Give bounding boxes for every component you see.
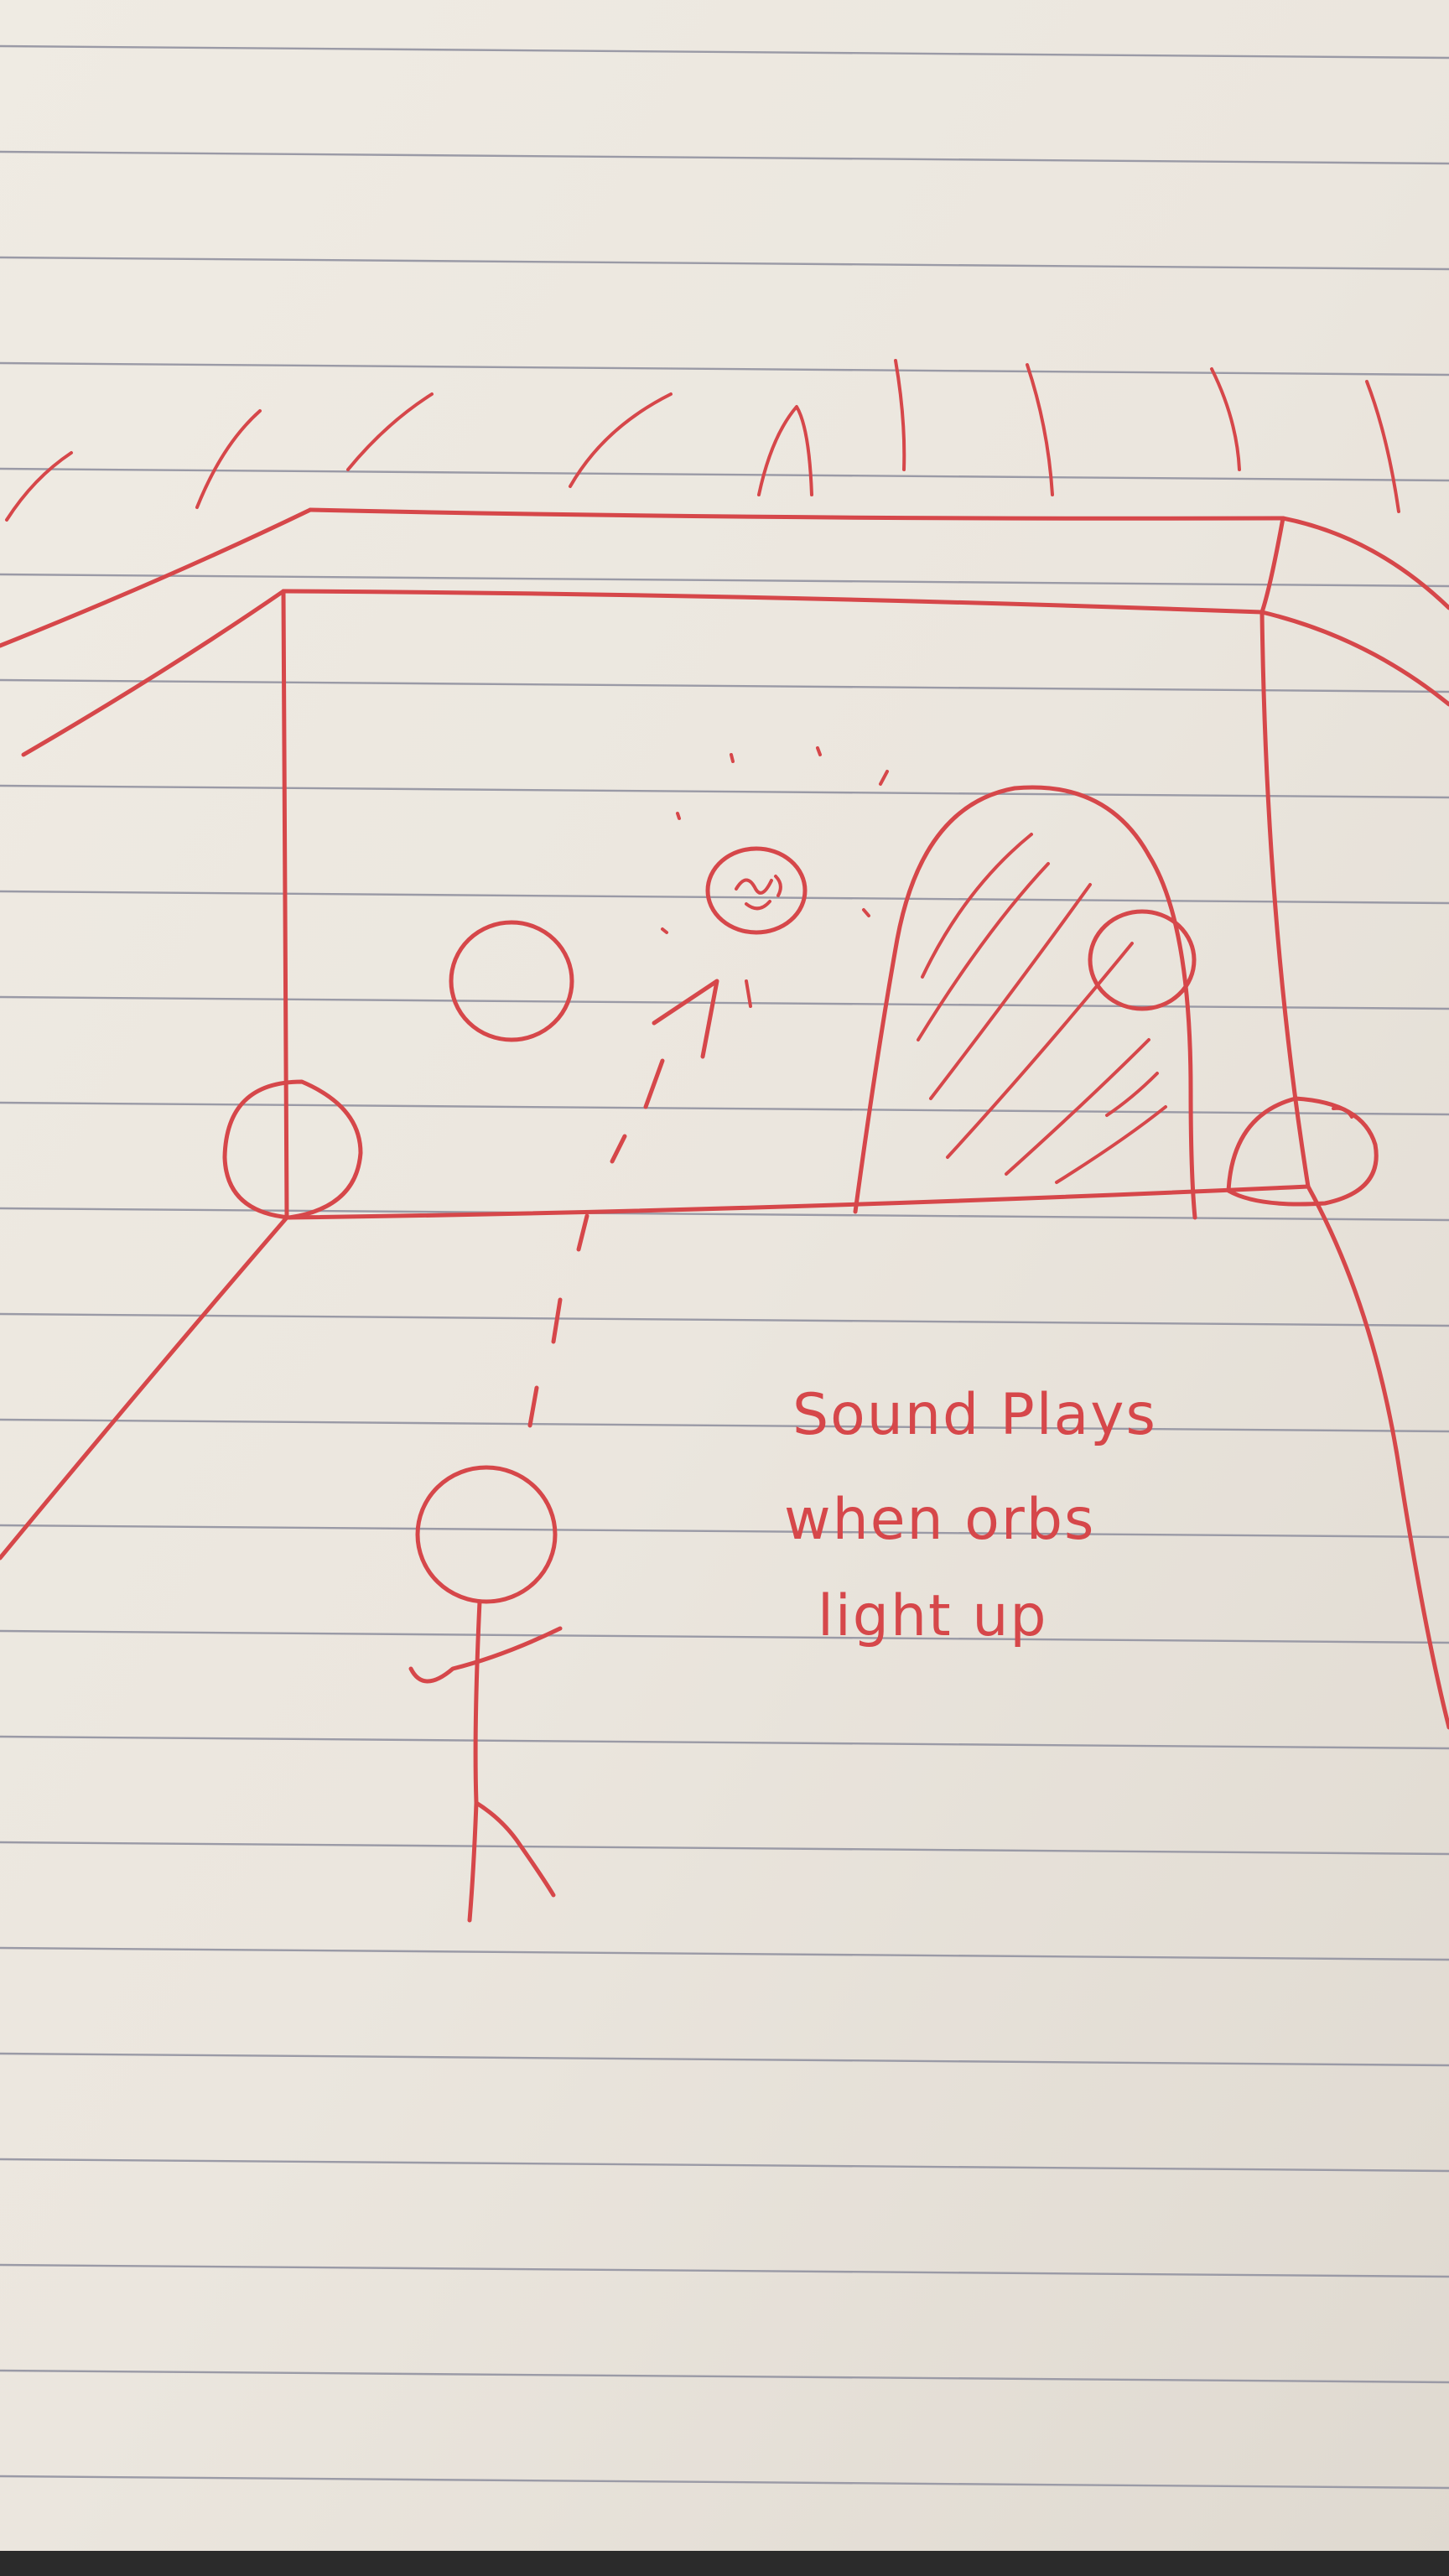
ruled-line xyxy=(0,1946,1449,1961)
sight-line-dashed xyxy=(527,1058,665,1428)
handwritten-note: Sound Plays when orbs light up xyxy=(784,1382,1157,1649)
doorway-hatching xyxy=(917,833,1167,1184)
ruled-line xyxy=(0,784,1449,799)
ruled-line xyxy=(0,2052,1449,2067)
orb-doorway xyxy=(1088,909,1197,1011)
ruled-line xyxy=(0,890,1449,905)
back-wall-right-edge xyxy=(1259,516,1311,1189)
floor-corner-right xyxy=(1306,1184,1449,1730)
ceiling-edge-right-top xyxy=(1280,516,1449,610)
ceiling-edge-left-bottom xyxy=(21,589,286,757)
room-sketch: Sound Plays when orbs light up xyxy=(0,359,1449,1923)
ruled-line xyxy=(0,1629,1449,1644)
player-stick-figure xyxy=(408,1465,563,1923)
ruled-line xyxy=(0,995,1449,1010)
orb-lit xyxy=(705,846,808,935)
player-legs xyxy=(474,1800,556,1898)
floor-line xyxy=(284,1184,1311,1220)
ruled-line xyxy=(0,1841,1449,1856)
ruled-line xyxy=(0,361,1449,377)
ruled-line xyxy=(0,573,1449,588)
ceiling-edge-right-bottom xyxy=(1259,610,1449,707)
note-line-2: when orbs xyxy=(784,1487,1095,1553)
orb-wall-unlit xyxy=(449,920,574,1042)
orb-right-corner-highlight xyxy=(1332,1106,1353,1119)
ruled-line xyxy=(0,678,1449,693)
ruled-line xyxy=(0,1524,1449,1539)
orb-left-corner xyxy=(222,1079,363,1220)
ruled-line xyxy=(0,2263,1449,2278)
player-head xyxy=(415,1465,558,1604)
ruled-line xyxy=(0,1207,1449,1222)
ceiling-hatching xyxy=(5,359,1400,522)
ceiling-edge-left-top xyxy=(0,507,313,648)
ruled-line xyxy=(0,1418,1449,1433)
note-line-1: Sound Plays xyxy=(792,1382,1157,1448)
ruled-line xyxy=(0,2369,1449,2384)
ruled-line xyxy=(0,2158,1449,2173)
back-wall-left-edge xyxy=(281,589,289,1220)
ruled-line xyxy=(0,467,1449,482)
orb-lit-squiggle xyxy=(735,875,782,911)
arrow-head xyxy=(652,979,719,1059)
ruled-line xyxy=(0,44,1449,60)
arrow-tick xyxy=(745,979,752,1008)
note-line-3: light up xyxy=(818,1583,1048,1649)
doorway-outline xyxy=(853,785,1197,1220)
ruled-line xyxy=(0,2475,1449,2490)
ruled-line xyxy=(0,1735,1449,1750)
player-arms xyxy=(408,1626,563,1684)
bottom-edge xyxy=(0,2551,1449,2576)
ruled-line xyxy=(0,1312,1449,1327)
floor-corner-left xyxy=(0,1215,289,1561)
back-wall-top-edge xyxy=(281,589,1265,615)
player-body xyxy=(467,1599,482,1923)
ruled-line xyxy=(0,256,1449,271)
ruled-line xyxy=(0,150,1449,165)
orb-lit-glow xyxy=(661,746,889,934)
ceiling-beam-top xyxy=(308,507,1285,521)
orb-right-corner xyxy=(1226,1096,1379,1207)
